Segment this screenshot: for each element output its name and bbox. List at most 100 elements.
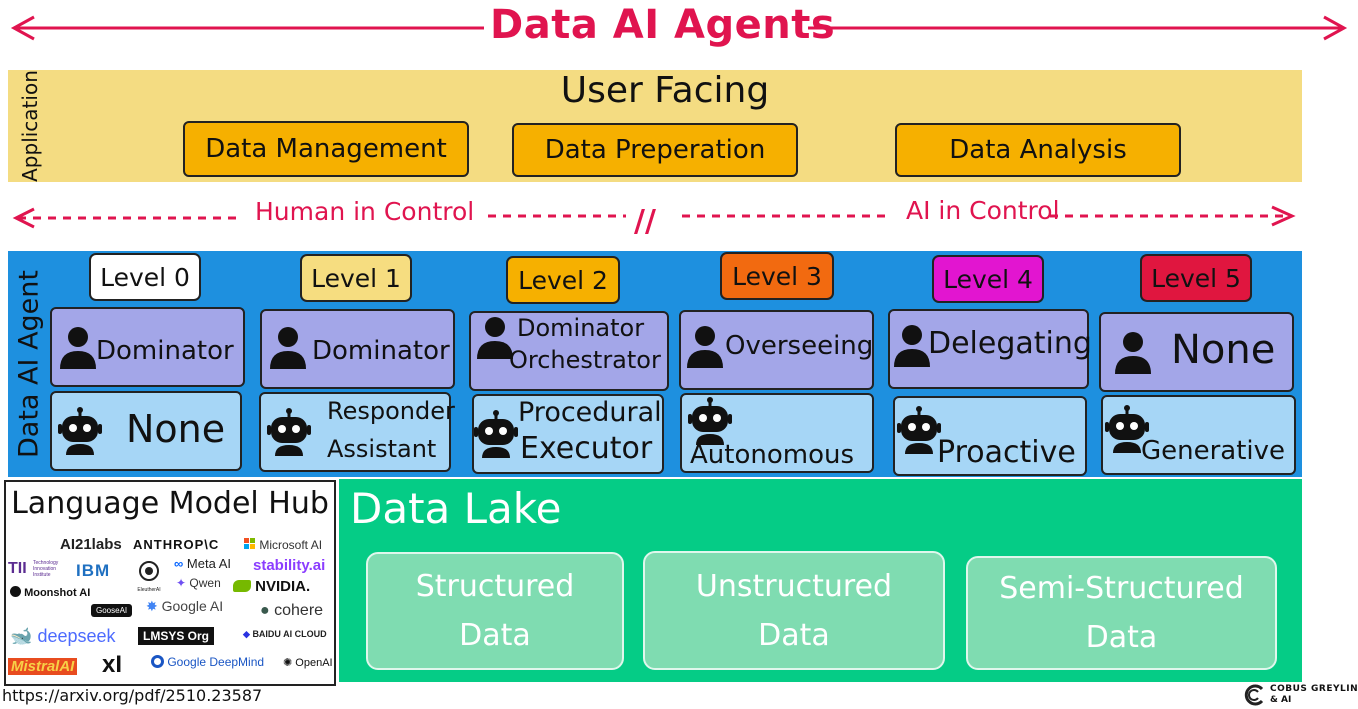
page-title: Data AI Agents bbox=[490, 2, 836, 48]
level-5-human-role: None bbox=[1171, 327, 1276, 373]
level-2-agent-role-line-2: Executor bbox=[520, 431, 653, 466]
store-label-line-2: Data bbox=[758, 617, 830, 653]
eleutherai-icon bbox=[139, 561, 159, 581]
level-4-human-box: Delegating bbox=[888, 309, 1092, 389]
baidu-ai-cloud-logo: ◆ BAIDU AI CLOUD bbox=[243, 629, 327, 639]
meta-icon: ∞ bbox=[174, 556, 184, 571]
xai-logo: xI bbox=[102, 651, 123, 678]
level-2-human-box: Dominator Orchestrator bbox=[469, 311, 669, 391]
person-icon bbox=[687, 326, 723, 368]
ai-in-control-label: AI in Control bbox=[906, 196, 1060, 225]
moonshot-icon bbox=[10, 586, 21, 597]
hub-title: Language Model Hub bbox=[11, 486, 329, 521]
level-1-badge: Level 1 bbox=[300, 254, 412, 302]
store-label-line-1: Structured bbox=[415, 569, 575, 604]
user-facing-heading: User Facing bbox=[560, 70, 770, 111]
level-5-agent-box: Generative bbox=[1101, 395, 1296, 475]
robot-icon bbox=[897, 406, 941, 456]
level-2-human-role-line-2: Orchestrator bbox=[509, 346, 661, 374]
level-5-human-box: None bbox=[1099, 312, 1294, 392]
semi-structured-data-store: Semi-Structured Data bbox=[966, 556, 1277, 670]
google-ai-logo: ✸ Google AI bbox=[146, 598, 224, 614]
tii-tagline: Technology Innovation Institute bbox=[33, 560, 59, 578]
eleutherai-logo: EleutherAI bbox=[134, 560, 164, 593]
control-divider: // bbox=[634, 204, 656, 239]
title-arrow bbox=[10, 15, 1348, 41]
level-0-human-box: Dominator bbox=[50, 307, 245, 387]
cohere-icon: ● bbox=[260, 602, 270, 619]
person-icon bbox=[60, 327, 96, 369]
level-1-agent-box: Responder Assistant bbox=[259, 392, 455, 472]
human-in-control-label: Human in Control bbox=[255, 197, 475, 226]
deepseek-logo: 🐋 deepseek bbox=[10, 626, 116, 646]
person-icon bbox=[1115, 332, 1151, 374]
data-analysis-button[interactable]: Data Analysis bbox=[895, 123, 1181, 177]
person-icon bbox=[270, 327, 306, 369]
level-4-agent-role: Proactive bbox=[937, 435, 1076, 470]
store-label-line-1: Unstructured bbox=[695, 568, 893, 604]
level-3-badge: Level 3 bbox=[720, 252, 834, 300]
microsoft-icon bbox=[244, 538, 255, 549]
store-label-line-1: Semi-Structured bbox=[999, 571, 1244, 606]
robot-icon bbox=[267, 408, 311, 458]
brand-name: COBUS GREYLING bbox=[1270, 684, 1358, 694]
level-3-human-box: Overseeing bbox=[679, 310, 874, 390]
application-side-label: Application bbox=[18, 70, 42, 182]
baidu-icon: ◆ bbox=[243, 629, 250, 639]
robot-icon bbox=[474, 410, 518, 460]
level-5-badge: Level 5 bbox=[1140, 254, 1252, 302]
level-1-human-role: Dominator bbox=[312, 336, 450, 366]
level-0-human-role: Dominator bbox=[96, 336, 234, 366]
brand-icon bbox=[1244, 684, 1264, 706]
data-ai-agent-side-label: Data AI Agent bbox=[13, 270, 45, 458]
data-lake-title: Data Lake bbox=[350, 484, 562, 533]
deepseek-icon: 🐋 bbox=[10, 626, 33, 646]
level-0-badge: Level 0 bbox=[89, 253, 201, 301]
level-4-human-role: Delegating bbox=[928, 326, 1092, 361]
lmsys-org-logo: LMSYS Org bbox=[138, 627, 215, 645]
tii-logo: TII bbox=[8, 560, 27, 577]
google-deepmind-logo: Google DeepMind bbox=[151, 655, 264, 669]
level-2-agent-role-line-1: Procedural bbox=[518, 397, 662, 428]
level-1-human-box: Dominator bbox=[260, 309, 455, 389]
stability-ai-logo: stability.ai bbox=[253, 557, 326, 574]
level-4-agent-box: Proactive bbox=[893, 396, 1087, 476]
unstructured-data-store: Unstructured Data bbox=[643, 551, 945, 670]
control-arrow bbox=[12, 205, 1296, 229]
qwen-icon: ✦ bbox=[176, 576, 187, 590]
openai-logo: ✺ OpenAI bbox=[283, 657, 333, 669]
level-5-agent-role: Generative bbox=[1141, 436, 1286, 466]
store-label-line-2: Data bbox=[459, 618, 531, 653]
ai21labs-logo: AI21labs bbox=[60, 536, 122, 553]
level-2-human-role-line-1: Dominator bbox=[517, 314, 645, 342]
openai-icon: ✺ bbox=[283, 657, 293, 669]
level-2-badge: Level 2 bbox=[506, 256, 620, 304]
nvidia-logo: NVIDIA. bbox=[233, 578, 310, 595]
level-3-agent-box: Autonomous bbox=[680, 393, 874, 473]
google-ai-icon: ✸ bbox=[146, 598, 158, 614]
language-model-hub bbox=[4, 480, 336, 686]
deepmind-icon bbox=[151, 655, 164, 668]
data-management-button[interactable]: Data Management bbox=[183, 121, 469, 177]
qwen-logo: ✦ Qwen bbox=[176, 576, 221, 590]
brand-logo: COBUS GREYLING & AI bbox=[1244, 682, 1358, 708]
level-0-agent-box: None bbox=[50, 391, 242, 471]
nvidia-icon bbox=[233, 580, 251, 592]
anthropic-logo: ANTHROP\C bbox=[133, 537, 220, 552]
robot-icon bbox=[58, 407, 102, 457]
level-3-agent-role: Autonomous bbox=[690, 440, 855, 470]
person-icon bbox=[894, 325, 930, 367]
level-1-agent-role-line-2: Assistant bbox=[327, 435, 437, 463]
store-label-line-2: Data bbox=[1085, 620, 1158, 655]
moonshot-ai-logo: Moonshot AI bbox=[10, 586, 90, 599]
brand-suffix: & AI bbox=[1270, 695, 1292, 705]
level-2-agent-box: Procedural Executor bbox=[472, 394, 664, 474]
mistralai-logo: MistralAI bbox=[8, 658, 78, 675]
level-3-human-role: Overseeing bbox=[725, 331, 874, 361]
level-4-badge: Level 4 bbox=[932, 255, 1044, 303]
gooseai-logo: GooseAI bbox=[91, 604, 133, 617]
data-preparation-button[interactable]: Data Preperation bbox=[512, 123, 798, 177]
source-url: https://arxiv.org/pdf/2510.23587 bbox=[2, 686, 263, 705]
cohere-logo: ● cohere bbox=[260, 602, 324, 619]
level-0-agent-role: None bbox=[126, 407, 226, 451]
